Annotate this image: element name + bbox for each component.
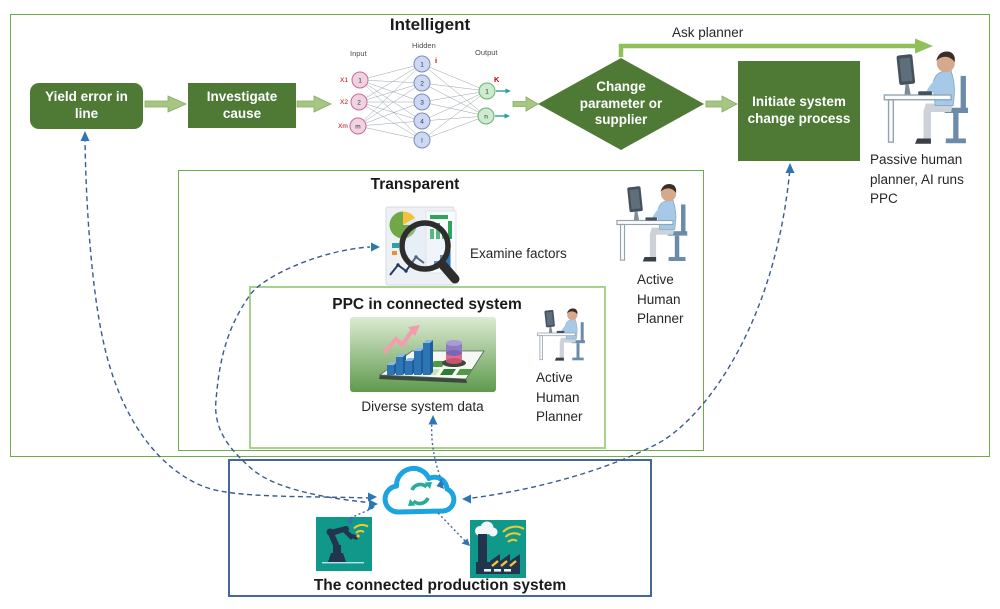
window-dashes	[484, 569, 511, 572]
svg-text:1: 1	[485, 89, 489, 96]
nn-x1-label: X1	[340, 77, 348, 84]
active-planner-right-label: Active Human Planner	[637, 272, 684, 327]
neural-network-figure: Input Hidden Output X1 X2 Xm i K 1 2 m 1 2 3…	[338, 41, 511, 149]
factory-icon	[470, 520, 526, 578]
magnifier-icon	[399, 220, 451, 272]
arrow-nn-to-decision	[512, 96, 539, 112]
wifi-signal-icon	[353, 523, 369, 534]
nn-edges	[357, 63, 488, 141]
transparent-title: Transparent	[370, 176, 460, 193]
diverse-data-chart-icon	[350, 317, 496, 392]
trend-arrow	[382, 329, 414, 355]
passive-planner-person-icon	[878, 42, 986, 148]
ask-planner-label: Ask planner	[672, 25, 744, 40]
yield-error-box: Yield error in line	[30, 83, 143, 129]
svg-text:2: 2	[357, 100, 361, 107]
active-planner-right-person-icon	[612, 176, 702, 265]
active-planner-inner-person-icon	[534, 303, 595, 363]
arrow-yield-to-investigate	[144, 95, 187, 113]
svg-text:2: 2	[420, 81, 424, 88]
nn-x2-label: X2	[340, 99, 348, 106]
svg-text:4: 4	[420, 119, 424, 126]
svg-text:3: 3	[420, 100, 424, 107]
svg-text:m: m	[355, 124, 360, 131]
production-title: The connected production system	[313, 577, 567, 594]
initiate-change-box: Initiate system change process	[738, 61, 860, 161]
nn-output-nodes	[477, 82, 496, 125]
nn-output-arrows	[495, 88, 511, 119]
examine-factors-icon	[385, 206, 460, 286]
cloud-sync-icon	[382, 465, 457, 515]
nn-output-title: Output	[475, 48, 498, 57]
ask-planner-arrowhead	[915, 38, 933, 54]
blue-3d-bars	[387, 340, 433, 375]
intelligent-title: Intelligent	[389, 15, 471, 34]
ppc-title: PPC in connected system	[332, 296, 522, 313]
decision-diamond-label: Change parameter or supplier	[579, 78, 663, 128]
decision-diamond-shape	[538, 58, 704, 150]
robot-arm-icon	[316, 517, 372, 571]
svg-text:1: 1	[420, 62, 424, 69]
investigate-cause-box: Investigate cause	[188, 83, 296, 128]
nn-hidden-index: i	[435, 56, 437, 65]
arrow-investigate-to-nn	[296, 95, 332, 113]
svg-text:1: 1	[358, 78, 362, 85]
arrow-decision-to-initiate	[705, 95, 738, 113]
svg-text:n: n	[484, 114, 488, 121]
svg-text:l: l	[421, 138, 423, 145]
nn-input-title: Input	[350, 49, 368, 58]
ask-planner-arrow-line	[618, 43, 915, 57]
nn-input-nodes	[349, 71, 369, 135]
nn-output-index: K	[494, 75, 500, 84]
wifi-signal-icon	[502, 525, 525, 543]
passive-planner-label: Passive human planner, AI runs PPC	[870, 152, 964, 207]
diverse-data-label: Diverse system data	[361, 399, 484, 414]
nn-hidden-title: Hidden	[412, 41, 436, 50]
examine-factors-label: Examine factors	[470, 246, 567, 261]
active-planner-inner-label: Active Human Planner	[536, 370, 583, 425]
nn-xm-label: Xm	[338, 123, 348, 130]
window-slashes	[491, 560, 517, 567]
nn-hidden-nodes	[413, 55, 431, 149]
cylinder-stack	[442, 340, 466, 367]
